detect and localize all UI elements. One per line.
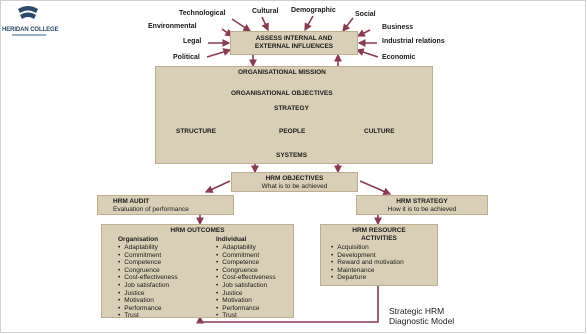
list-item: Congruence [118, 267, 178, 275]
org-culture: CULTURE [364, 128, 395, 135]
college-tagline [12, 34, 46, 36]
outcomes-individual-heading: Individual [216, 236, 247, 243]
caption-line2: Diagnostic Model [389, 316, 455, 326]
hrm-strategy-box: HRM STRATEGY How it is to be achieved [356, 195, 488, 215]
org-structure: STRUCTURE [176, 128, 217, 135]
arrow-economic [355, 48, 379, 58]
caption-line1: Strategic HRM [389, 306, 445, 316]
hrm-objectives-box: HRM OBJECTIVES What is to be achieved [231, 172, 358, 192]
hrm-outcomes-title: HRM OUTCOMES [170, 227, 225, 234]
hrm-outcomes-box: HRM OUTCOMES Organisation Adaptability C… [101, 224, 294, 320]
outcomes-organisation-heading: Organisation [118, 236, 159, 243]
list-item: Cost-effectiveness [216, 274, 275, 282]
hrm-audit-subtitle: Evaluation of performance [113, 206, 189, 213]
list-item: Trust [216, 312, 276, 320]
list-item: Reward and motivation [331, 259, 437, 267]
org-mission: ORGANISATIONAL MISSION [238, 69, 326, 76]
list-item: Justice [118, 290, 178, 298]
arrow-demographic [304, 15, 314, 32]
hrm-audit-title: HRM AUDIT [113, 198, 150, 205]
college-name: HERIDAN COLLEGE [2, 27, 59, 33]
list-item: Job satisfaction [118, 282, 178, 290]
list-item: Competence [216, 259, 276, 267]
list-item: Motivation [216, 297, 276, 305]
list-item: Commitment [118, 252, 178, 260]
outcomes-organisation-column: Organisation Adaptability Commitment Com… [118, 236, 178, 320]
list-item: Development [331, 252, 437, 260]
arrow-cultural [261, 16, 269, 32]
outcomes-individual-list: Adaptability Commitment Competence Congr… [216, 244, 276, 320]
list-item: Motivation [118, 297, 178, 305]
hrm-strategy-title: HRM STRATEGY [396, 198, 448, 205]
hrm-resource-title-1: HRM RESOURCE [352, 227, 406, 234]
hrm-objectives-subtitle: What is to be achieved [261, 183, 328, 190]
arrow-resource-outcomes-loop [196, 286, 379, 324]
list-item: Commitment [216, 252, 276, 260]
factor-demographic: Demographic [291, 7, 336, 14]
factor-environmental: Environmental [148, 23, 197, 30]
list-item: Justice [216, 290, 276, 298]
list-item: Maintenance [331, 267, 437, 275]
list-item: Adaptability [216, 244, 276, 252]
arrow-social [342, 17, 354, 33]
assess-line1: ASSESS INTERNAL AND [255, 35, 333, 42]
hrm-objectives-title: HRM OBJECTIVES [265, 175, 324, 182]
list-item: Cost-effectiveness [118, 274, 177, 282]
organisation-box [155, 66, 433, 164]
hrm-resource-list: Acquisition Development Reward and motiv… [331, 244, 437, 282]
factor-business: Business [382, 24, 414, 31]
list-item: Job satisfaction [216, 282, 276, 290]
assess-influences-box: ASSESS INTERNAL AND EXTERNAL INFLUENCES [230, 31, 358, 55]
assess-line2: EXTERNAL INFLUENCES [254, 43, 334, 50]
list-item: Performance [216, 305, 276, 313]
list-item: Departure [331, 274, 437, 282]
arrow-hrm-objectives-strategy [359, 180, 392, 196]
factor-social: Social [355, 11, 376, 18]
list-item: Competence [118, 259, 178, 267]
arrow-business [356, 29, 371, 37]
factor-legal: Legal [183, 38, 202, 45]
list-item: Trust [118, 312, 178, 320]
hrm-audit-box: HRM AUDIT Evaluation of performance [97, 195, 234, 215]
arrow-political [206, 48, 232, 58]
factor-political: Political [173, 54, 200, 61]
factor-economic: Economic [382, 54, 416, 61]
org-people: PEOPLE [279, 128, 306, 135]
hrm-resource-box: HRM RESOURCE ACTIVITIES Acquisition Deve… [320, 224, 438, 286]
arrow-hrm-objectives-audit [204, 180, 231, 193]
college-logo: HERIDAN COLLEGE [2, 3, 62, 43]
college-logo-icon [18, 6, 38, 19]
list-item: Acquisition [331, 244, 437, 252]
hrm-strategy-subtitle: How it is to be achieved [387, 206, 457, 213]
list-item: Performance [118, 305, 178, 313]
org-strategy: STRATEGY [274, 105, 309, 112]
diagram-caption: Strategic HRM Diagnostic Model [389, 306, 454, 326]
org-systems: SYSTEMS [276, 152, 308, 159]
list-item: Congruence [216, 267, 276, 275]
factor-cultural: Cultural [252, 8, 279, 15]
list-item: Adaptability [118, 244, 178, 252]
outcomes-individual-column: Individual Adaptability Commitment Compe… [216, 236, 276, 320]
outcomes-organisation-list: Adaptability Commitment Competence Congr… [118, 244, 178, 320]
factor-technological: Technological [179, 10, 226, 17]
hrm-resource-title-2: ACTIVITIES [361, 235, 397, 242]
factor-industrial-relations: Industrial relations [382, 38, 445, 45]
org-objectives: ORGANISATIONAL OBJECTIVES [231, 90, 333, 97]
arrow-technological [231, 18, 252, 32]
